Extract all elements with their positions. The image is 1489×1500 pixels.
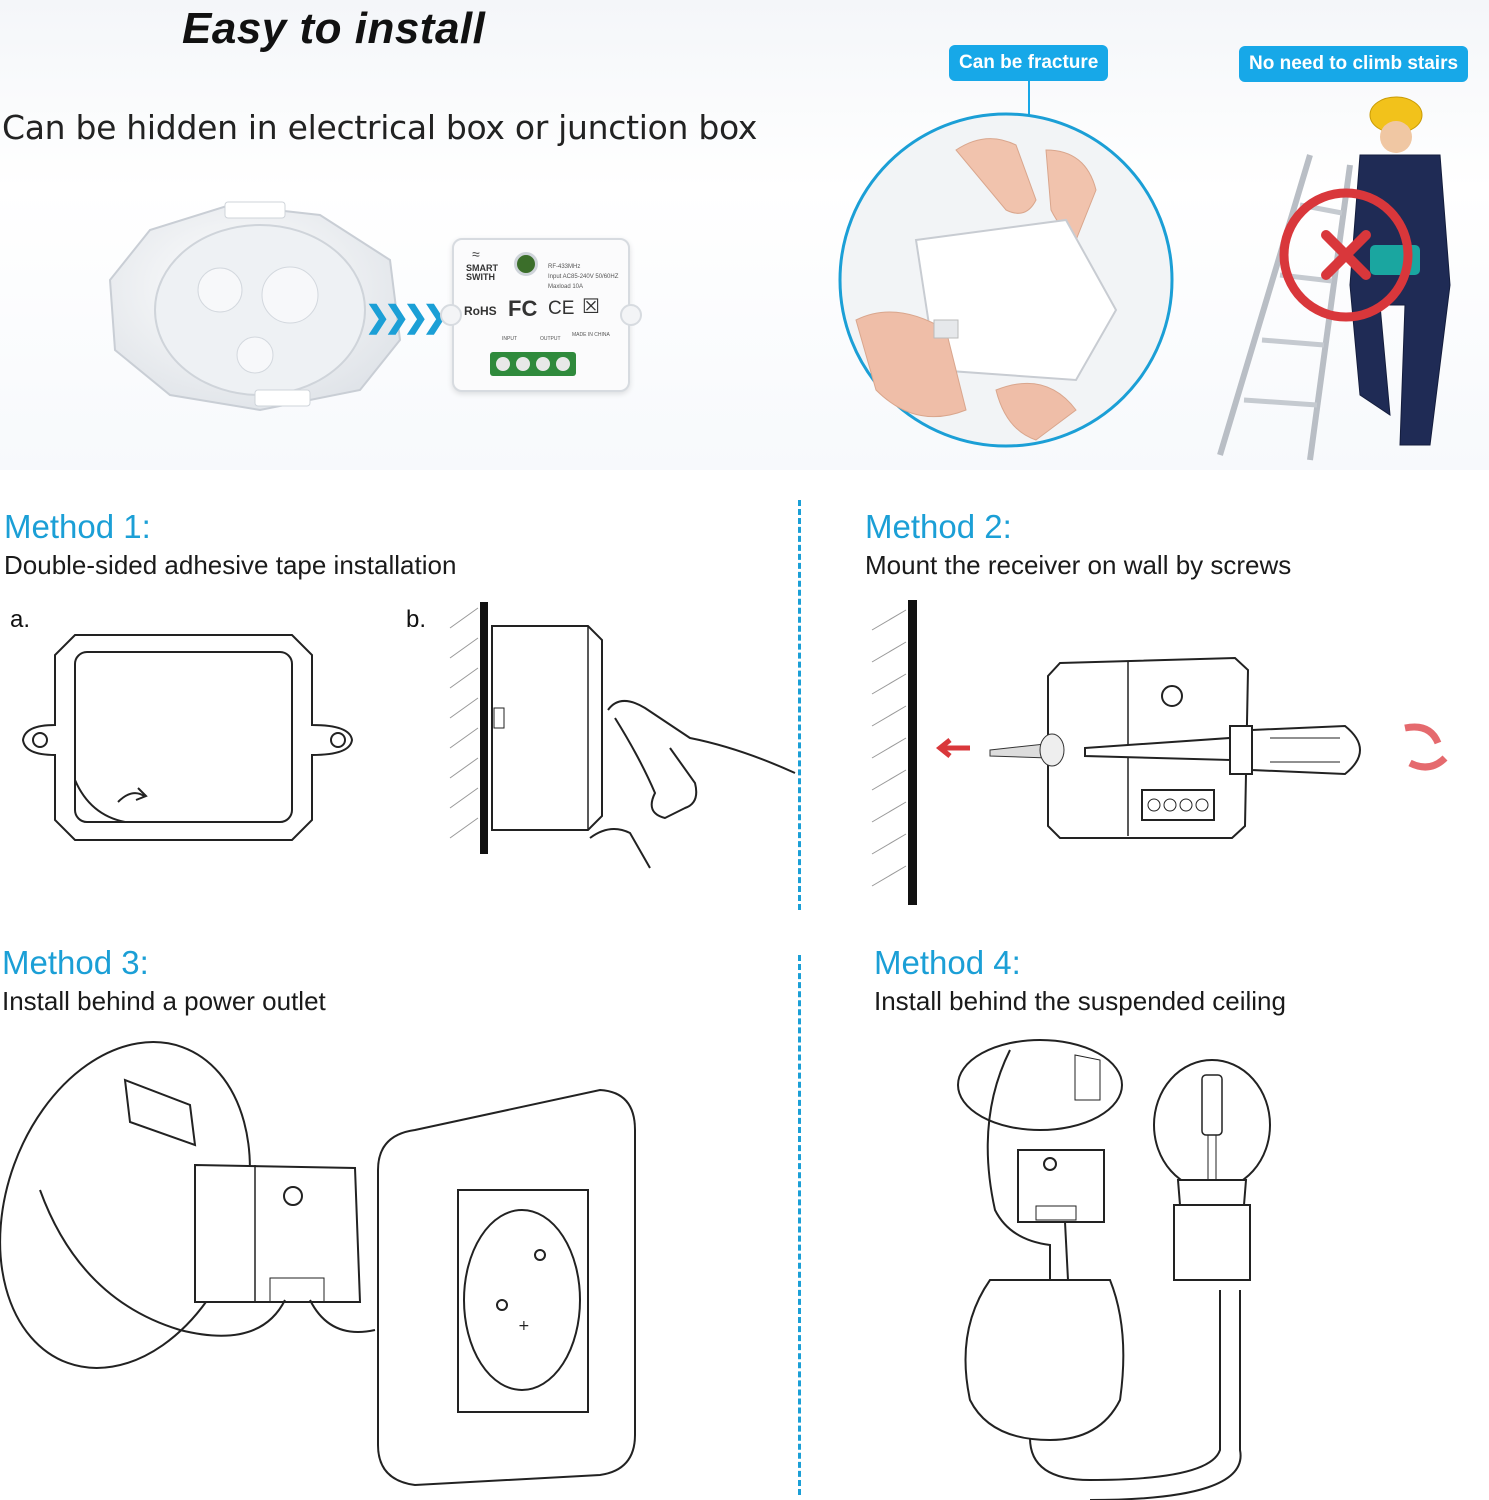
spec-label: Input AC85-240V 50/60HZ [548,274,619,280]
spec-label: Maxload 10A [548,284,584,290]
brand-label: SWITH [466,272,495,282]
method-2-title: Method 2: [865,508,1012,545]
no-climb-badge: No need to climb stairs [1239,46,1469,82]
press-module-to-wall-illustration [449,602,796,869]
section-divider [798,955,801,1495]
method-1-title: Method 1: [4,508,151,545]
page-subtitle: Can be hidden in electrical box or junct… [2,108,758,147]
wifi-icon: ≈ [472,246,480,262]
screw-mount-illustration [871,600,1448,905]
mounting-tab [620,304,642,326]
fracture-badge: Can be fracture [949,45,1109,81]
ce-label: CE [548,298,575,319]
page-title: Easy to install [182,4,486,53]
output-label: OUTPUT [540,336,561,342]
pair-button [514,252,538,276]
chevron-right-icon: ❯❯❯❯ [365,301,448,334]
step-b-label: b. [406,606,427,633]
forbidden-icon [1279,188,1413,322]
svg-text:+: + [518,1318,530,1334]
hands-holding-module-illustration [838,112,1174,448]
section-divider [798,500,801,910]
method-4-title: Method 4: [874,944,1021,981]
method-4-desc: Install behind the suspended ceiling [874,986,1286,1016]
ceiling-install-illustration [957,1039,1271,1500]
method-1-desc: Double-sided adhesive tape installation [4,550,457,580]
mounting-tab [440,304,462,326]
input-label: INPUT [502,336,517,342]
rotate-icon [1404,723,1448,771]
method-2-desc: Mount the receiver on wall by screws [865,550,1292,580]
junction-box-illustration [108,201,402,412]
made-in-label: MADE IN CHINA [572,332,610,338]
method-3-title: Method 3: [2,944,149,981]
terminal-block [490,352,576,376]
fcc-label: FC [508,296,538,321]
worker-on-ladder-illustration [1217,96,1451,461]
step-a-label: a. [10,606,31,633]
spec-label: RF-433MHz [548,264,581,270]
smart-switch-module: ≈ SMART SWITH RF-433MHz Input AC85-240V … [440,238,642,392]
method-3-desc: Install behind a power outlet [2,986,326,1016]
brand-label: SMART [466,263,498,273]
weee-icon: ☒ [582,296,600,318]
rohs-label: RoHS [464,304,497,318]
power-outlet-install-illustration: + [0,1041,636,1487]
adhesive-tape-module-illustration [21,634,354,841]
